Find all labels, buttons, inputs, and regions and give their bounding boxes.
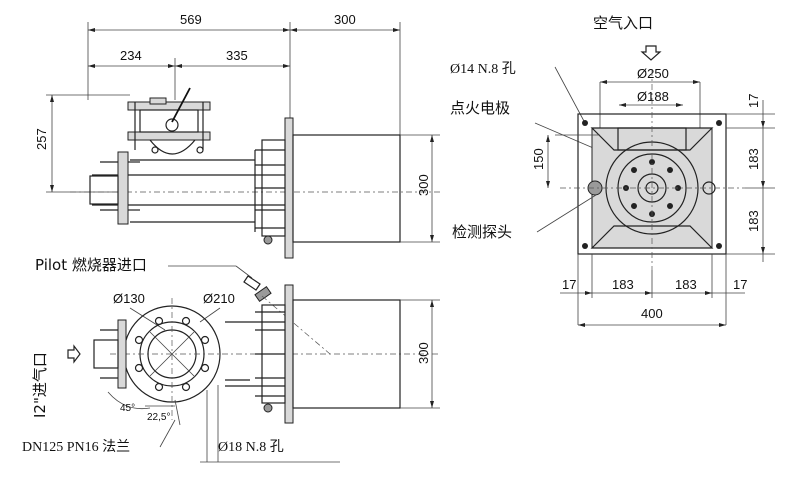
gas-inlet-arrow-icon [67, 344, 81, 364]
pilot-arrow-icon [243, 275, 261, 291]
bolts-main [255, 149, 285, 245]
dim-183-bottom-label: 183 [746, 210, 761, 232]
dim-17-right-label: 17 [733, 277, 747, 292]
gas-inlet-label: I2"进气口 [31, 352, 49, 418]
dim-17-top-label: 17 [746, 94, 761, 108]
pilot-inlet-label: Pilot 燃烧器进口 [35, 256, 147, 274]
bolts-left [100, 161, 140, 211]
dim-234-label: 234 [120, 48, 142, 63]
air-inlet-arrow-icon [640, 45, 662, 61]
dim-335-label: 335 [226, 48, 248, 63]
detection-probe-label: 检测探头 [452, 223, 512, 241]
hole-note-label: Ø14 N.8 孔 [450, 61, 516, 77]
angle-45-label: 45° [120, 403, 135, 414]
hole-note-bottom-label: Ø18 N.8 孔 [218, 439, 284, 455]
dim-17-left-label: 17 [562, 277, 576, 292]
dim-183-left-label: 183 [612, 277, 634, 292]
angle-22-label: 22,5° [147, 412, 170, 423]
dia-188-label: Ø188 [637, 89, 669, 104]
dim-183-right-label: 183 [675, 277, 697, 292]
dim-183-top-label: 183 [746, 148, 761, 170]
dia-250-label: Ø250 [637, 66, 669, 81]
ignition-electrode-label: 点火电极 [450, 99, 510, 117]
front-view: 空气入口 Ø14 N.8 孔 Ø250 Ø188 点火电极 [450, 14, 775, 327]
air-inlet-label: 空气入口 [593, 14, 653, 32]
dim-569-label: 569 [180, 12, 202, 27]
dim-257-label: 257 [34, 128, 49, 150]
dia-130-label: Ø130 [113, 291, 145, 306]
bolts-top-view [225, 311, 285, 413]
dim-300-side-label: 300 [416, 174, 431, 196]
dim-150-label: 150 [531, 148, 546, 170]
dia-210-label: Ø210 [203, 291, 235, 306]
flange-spec-label: DN125 PN16 法兰 [22, 439, 130, 455]
side-view: 569 300 234 335 257 [34, 12, 440, 259]
top-view: Pilot 燃烧器进口 Ø130 Ø210 I2"进气口 [22, 256, 440, 463]
dim-300-label: 300 [334, 12, 356, 27]
dim-400-label: 400 [641, 306, 663, 321]
dim-300-top-label: 300 [416, 342, 431, 364]
